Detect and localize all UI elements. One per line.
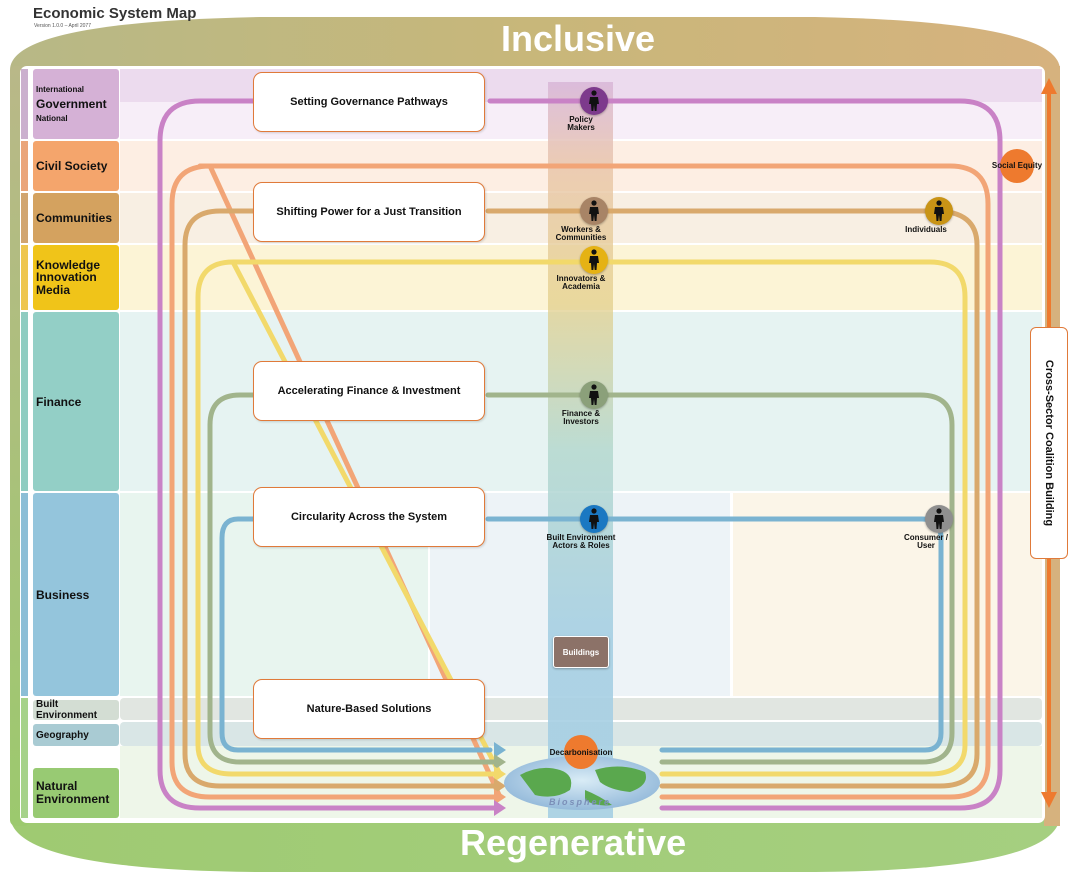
actor-innovators-label: Innovators & Academia (556, 274, 606, 292)
finance-loop (207, 392, 955, 765)
biosphere-label: Biosphere (548, 797, 611, 807)
knowledge-loop (195, 259, 968, 777)
callout-governance: Setting Governance Pathways (253, 72, 485, 132)
actor-innovators-academia: Innovators & Academia (557, 246, 621, 292)
actor-workers-label: Workers & Communities (555, 225, 607, 243)
actor-policy-makers-label: Policy Makers (567, 115, 595, 133)
actor-workers-communities: Workers & Communities (556, 197, 621, 243)
actor-built-environment: Built Environment Actors & Roles (547, 505, 621, 551)
callout-just-transition: Shifting Power for a Just Transition (253, 182, 485, 242)
callout-circularity: Circularity Across the System (253, 487, 485, 547)
sector-geography: Geography (33, 724, 119, 746)
decarbonisation-node (564, 735, 598, 769)
actor-consumer-user: Consumer / User (904, 505, 966, 551)
central-column (548, 82, 613, 818)
sector-knowledge-innovation-media: Knowledge Innovation Media (33, 245, 119, 310)
coalition-box: Cross-Sector Coalition Building (1030, 327, 1068, 559)
sector-communities: Communities (33, 193, 119, 243)
callout-finance-investment: Accelerating Finance & Investment (253, 361, 485, 421)
sector-government: International Government National (33, 69, 119, 139)
person-icon (580, 197, 608, 225)
actor-individuals-label: Individuals (905, 225, 947, 234)
sector-built-environment: Built Environment (33, 699, 119, 721)
person-icon (580, 381, 608, 409)
social-equity-node (1000, 149, 1034, 183)
page-title: Economic System Map (33, 5, 197, 22)
decarbonisation-label: Decarbonisation (549, 748, 613, 757)
buildings-box: Buildings (553, 636, 609, 668)
sector-government-label: Government (36, 97, 107, 111)
civil-society-loop (169, 163, 991, 800)
version-label: Version 1.0.0 – April 2077 (34, 23, 91, 29)
actor-finance-label: Finance & Investors (561, 409, 601, 427)
regenerative-label: Regenerative (460, 822, 687, 863)
actor-consumer-label: Consumer / User (903, 533, 948, 551)
coalition-label: Cross-Sector Coalition Building (1043, 359, 1055, 527)
governance-loop (157, 98, 1003, 811)
actor-individuals: Individuals (905, 197, 966, 234)
actor-policy-makers: Policy Makers (567, 87, 621, 133)
sector-government-national: National (36, 114, 68, 123)
person-icon (580, 246, 608, 274)
social-equity-label: Social Equity (991, 161, 1043, 170)
inclusive-label: Inclusive (501, 18, 656, 59)
actor-finance-investors: Finance & Investors (562, 381, 621, 427)
person-icon (925, 197, 953, 225)
sector-natural-environment: Natural Environment (33, 768, 119, 818)
person-icon (580, 505, 608, 533)
callout-nature-based: Nature-Based Solutions (253, 679, 485, 739)
actor-built-label: Built Environment Actors & Roles (546, 533, 616, 551)
sector-government-international: International (36, 85, 85, 94)
sector-business: Business (33, 493, 119, 696)
person-icon (925, 505, 953, 533)
sector-finance: Finance (33, 312, 119, 491)
person-icon (580, 87, 608, 115)
sector-civil-society: Civil Society (33, 141, 119, 191)
